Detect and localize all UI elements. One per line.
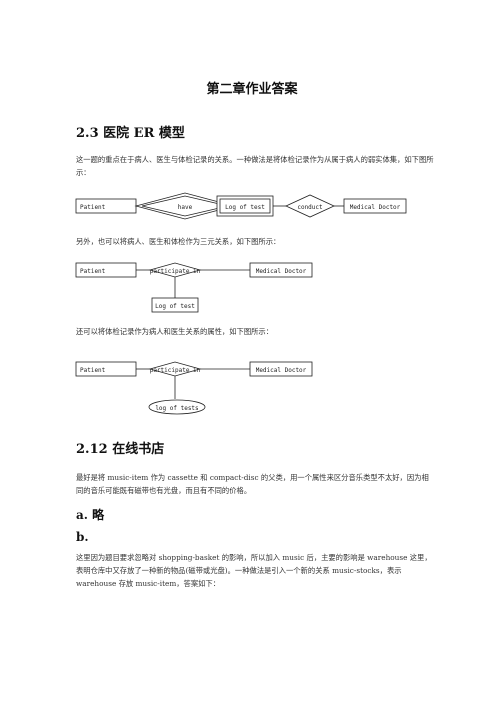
er-diagram-weak-entity: Patient have Log of test conduct Medical… bbox=[75, 192, 407, 220]
entity-patient-label: Patient bbox=[80, 367, 106, 374]
relationship-conduct-label: conduct bbox=[297, 204, 323, 211]
relationship-participate-in-label: participate in bbox=[150, 367, 201, 374]
entity-medical-doctor bbox=[249, 361, 313, 377]
er-diagram-ternary: Patient participate in Medical Doctor Lo… bbox=[75, 262, 313, 313]
entity-log-of-test bbox=[151, 297, 199, 313]
subheading-b: b. bbox=[76, 530, 89, 544]
relationship-have-label: have bbox=[178, 204, 193, 211]
entity-medical-doctor-label: Medical Doctor bbox=[350, 204, 401, 211]
entity-patient bbox=[75, 361, 137, 377]
section-heading-2-3: 2.3 医院 ER 模型 bbox=[76, 126, 185, 141]
attribute-log-of-tests bbox=[148, 399, 206, 415]
entity-patient bbox=[75, 262, 137, 278]
weak-entity-log-label: Log of test bbox=[225, 204, 265, 211]
attribute-log-of-tests-label: log of tests bbox=[155, 405, 199, 412]
weak-entity-log-inner bbox=[219, 198, 271, 214]
entity-medical-doctor-label: Medical Doctor bbox=[256, 268, 307, 275]
page-title: 第二章作业答案 bbox=[206, 82, 298, 97]
entity-patient-label: Patient bbox=[80, 268, 106, 275]
paragraph-warehouse: 这里因为题目要求忽略对 shopping-basket 的影响，所以加入 mus… bbox=[76, 553, 432, 588]
entity-medical-doctor-label: Medical Doctor bbox=[256, 367, 307, 374]
entity-medical-doctor bbox=[249, 262, 313, 278]
paragraph-relationship-attribute: 还可以将体检记录作为病人和医生关系的属性，如下图所示： bbox=[76, 327, 274, 336]
er-diagram-attribute: Patient participate in Medical Doctor lo… bbox=[75, 361, 313, 415]
relationship-participate-in bbox=[148, 361, 202, 377]
relationship-participate-in-label: participate in bbox=[150, 268, 201, 275]
subheading-a: a. 略 bbox=[76, 508, 105, 522]
relationship-conduct bbox=[285, 194, 335, 218]
entity-medical-doctor bbox=[343, 198, 407, 214]
relationship-participate-in bbox=[148, 262, 202, 278]
entity-log-of-test-label: Log of test bbox=[155, 303, 195, 310]
paragraph-ternary: 另外，也可以将病人、医生和体检作为三元关系，如下图所示： bbox=[76, 237, 281, 246]
paragraph-music-item: 最好是将 music-item 作为 cassette 和 compact-di… bbox=[76, 473, 429, 495]
paragraph-weak-entity: 这一题的重点在于病人、医生与体检记录的关系。一种做法是将体检记录作为从属于病人的… bbox=[76, 155, 434, 177]
entity-patient-label: Patient bbox=[80, 204, 106, 211]
section-heading-2-12: 2.12 在线书店 bbox=[76, 442, 165, 457]
